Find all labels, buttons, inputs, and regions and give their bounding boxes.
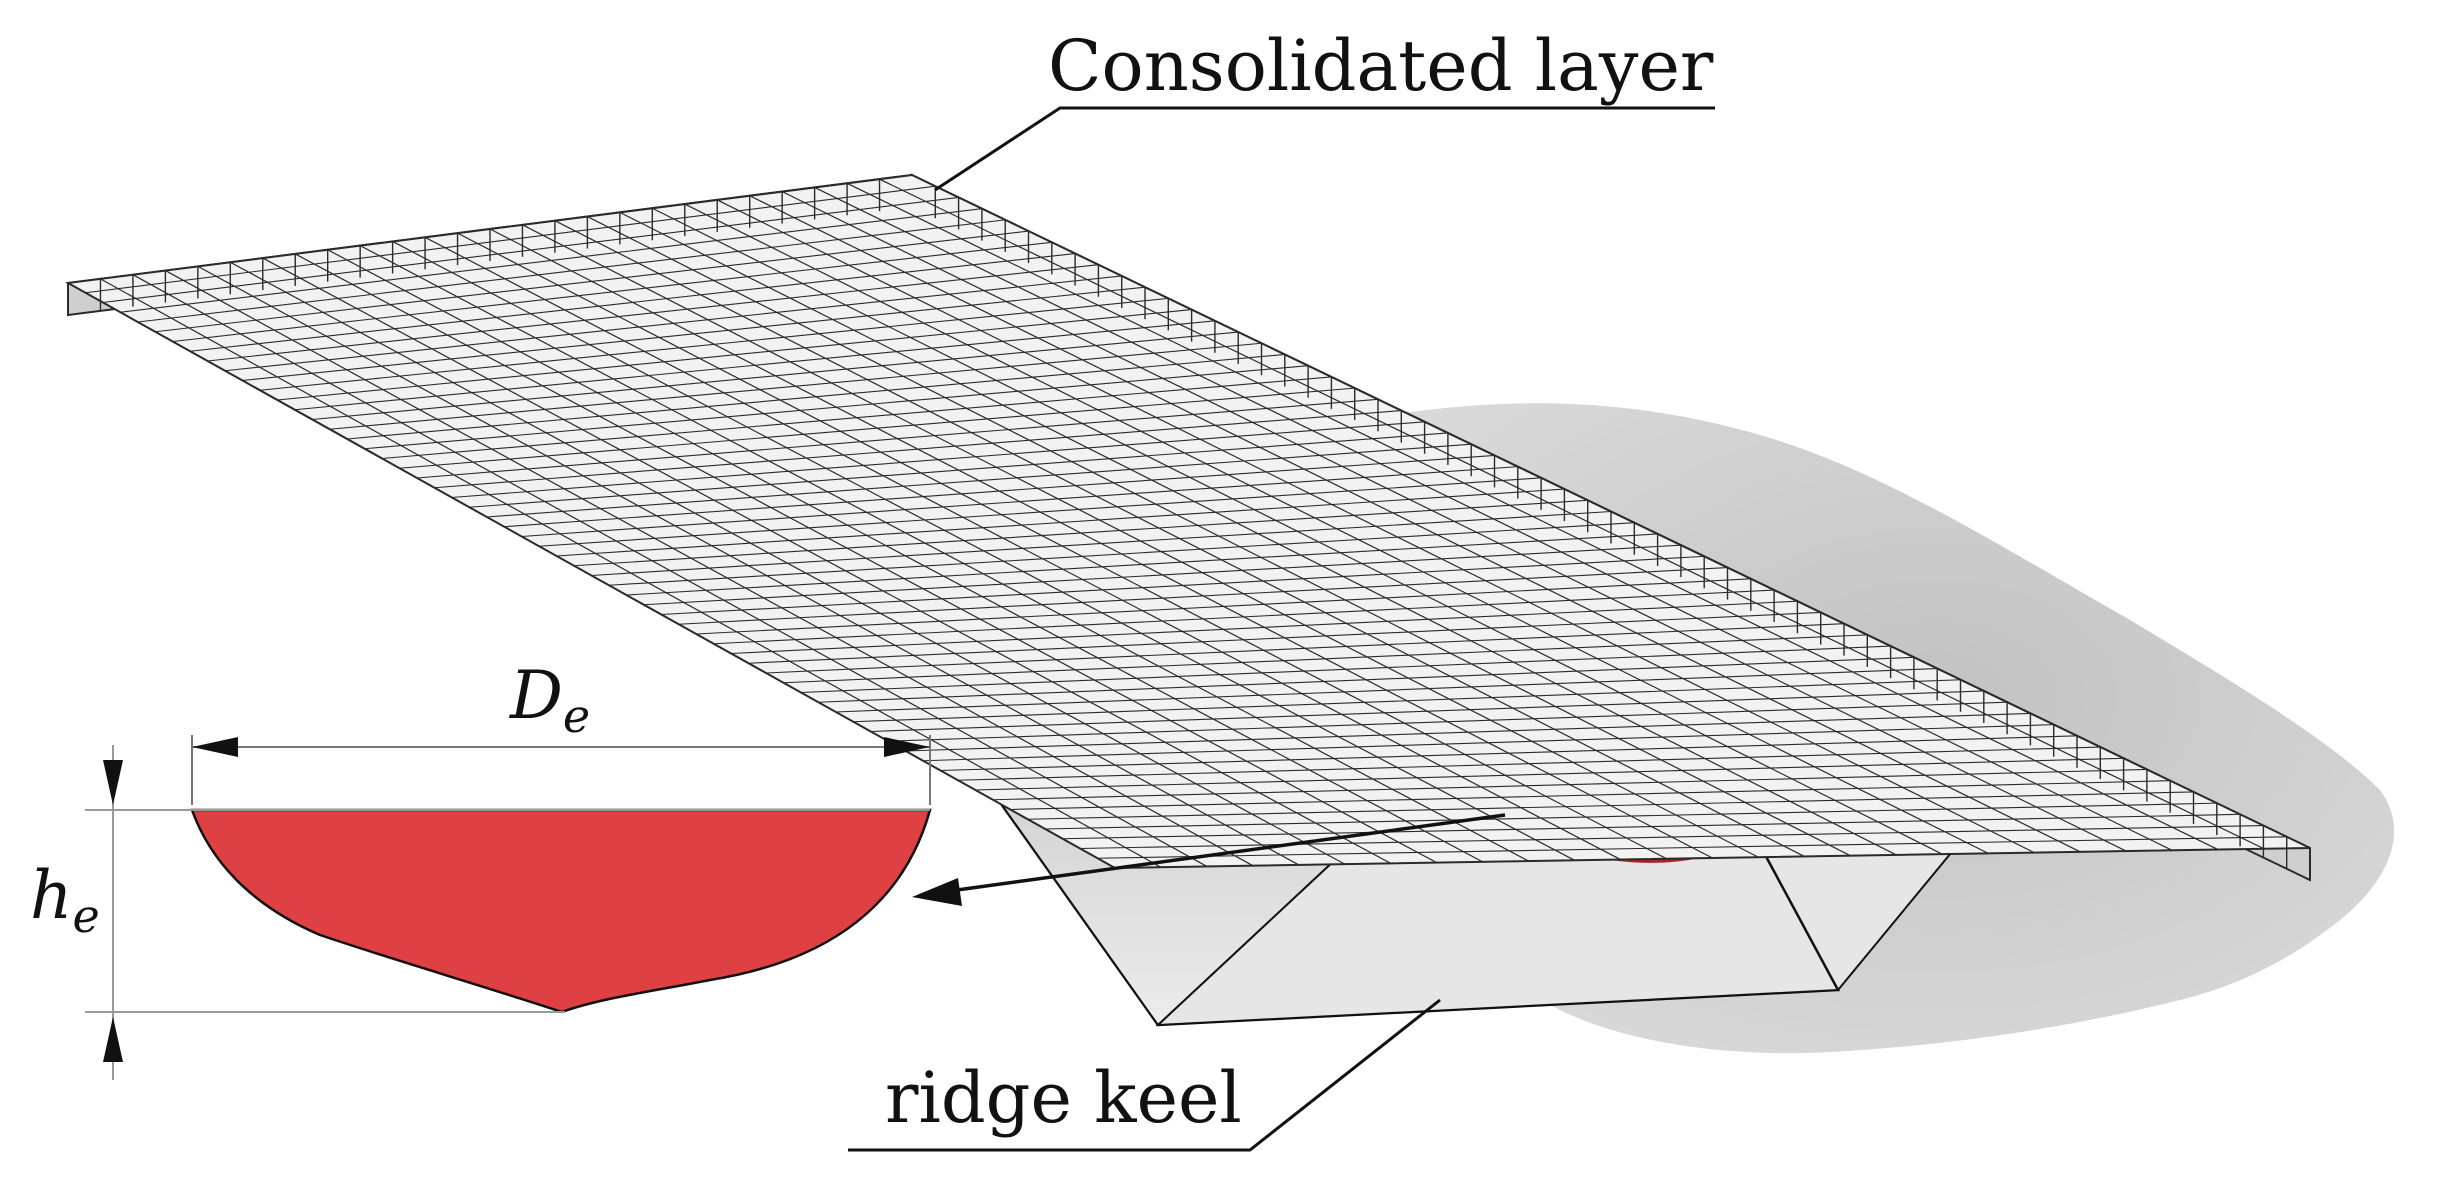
cross-section xyxy=(190,808,932,1014)
height-dimension xyxy=(85,745,930,1080)
consolidated-layer-leader xyxy=(934,106,1715,192)
consolidated-layer-label: Consolidated layer xyxy=(1048,25,1714,107)
ridge-keel-leader xyxy=(848,998,1441,1152)
height-symbol: he xyxy=(30,857,100,943)
ridge-keel-label: ridge keel xyxy=(885,1057,1242,1139)
consolidated-layer xyxy=(64,173,2311,882)
diameter-symbol: De xyxy=(509,657,590,743)
diameter-dimension xyxy=(191,735,931,805)
section-arrow xyxy=(912,813,1506,906)
